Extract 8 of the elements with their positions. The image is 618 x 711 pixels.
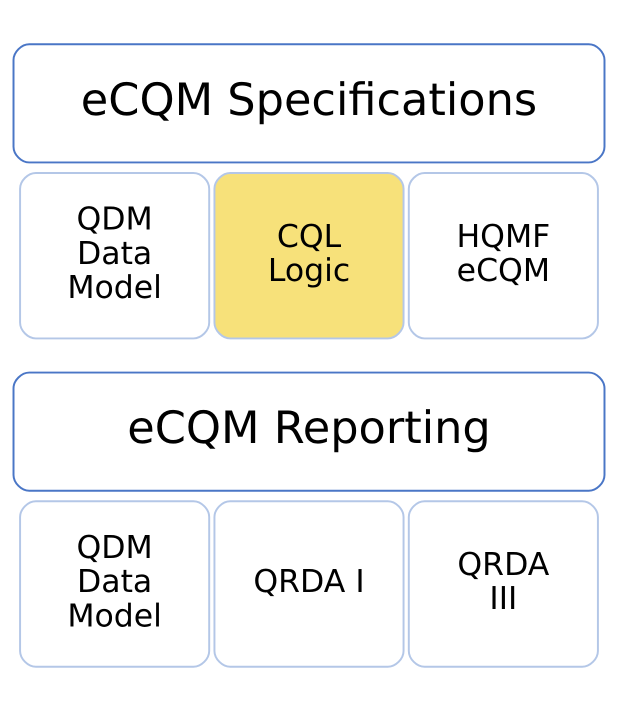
node-box: QDM Data Model xyxy=(19,172,210,340)
node-box: eCQM Reporting xyxy=(12,372,606,492)
node-box: eCQM Specifications xyxy=(12,43,606,164)
node-box: QRDA III xyxy=(408,500,599,668)
node-box: CQL Logic xyxy=(213,172,405,340)
node-box: QDM Data Model xyxy=(19,500,210,668)
node-box: HQMF eCQM xyxy=(408,172,599,340)
node-box: QRDA I xyxy=(213,500,405,668)
